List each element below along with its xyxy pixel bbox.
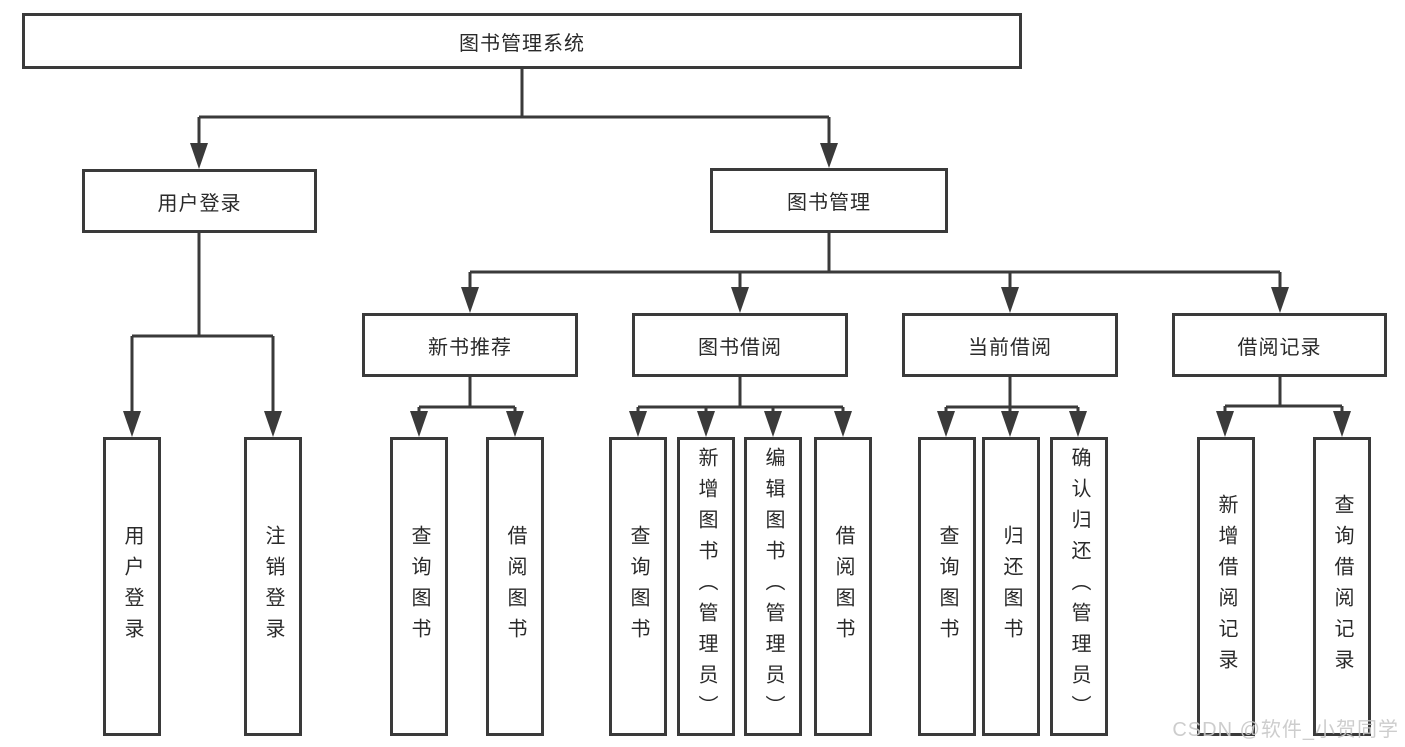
node-user-login: 用户登录 — [82, 169, 317, 233]
leaf-user-login: 用户登录 — [103, 437, 161, 736]
node-current-borrowing: 当前借阅 — [902, 313, 1118, 377]
node-book-management: 图书管理 — [710, 168, 948, 233]
node-library-system: 图书管理系统 — [22, 13, 1022, 69]
leaf-add-book-admin: 新增图书（管理员） — [677, 437, 735, 736]
node-borrowing-records: 借阅记录 — [1172, 313, 1387, 377]
leaf-query-books-borrowing: 查询图书 — [609, 437, 667, 736]
leaf-borrow-books-borrowing: 借阅图书 — [814, 437, 872, 736]
node-book-borrowing: 图书借阅 — [632, 313, 848, 377]
leaf-query-books-current: 查询图书 — [918, 437, 976, 736]
node-new-book-recommendation: 新书推荐 — [362, 313, 578, 377]
leaf-add-borrow-record: 新增借阅记录 — [1197, 437, 1255, 736]
leaf-confirm-return-admin: 确认归还（管理员） — [1050, 437, 1108, 736]
watermark-text: CSDN @软件_小贺同学 — [1172, 719, 1399, 741]
leaf-query-books-recommend: 查询图书 — [390, 437, 448, 736]
leaf-query-borrow-record: 查询借阅记录 — [1313, 437, 1371, 736]
leaf-borrow-books-recommend: 借阅图书 — [486, 437, 544, 736]
arrowheads — [123, 143, 1351, 437]
leaf-edit-book-admin: 编辑图书（管理员） — [744, 437, 802, 736]
leaf-logout: 注销登录 — [244, 437, 302, 736]
leaf-return-books: 归还图书 — [982, 437, 1040, 736]
